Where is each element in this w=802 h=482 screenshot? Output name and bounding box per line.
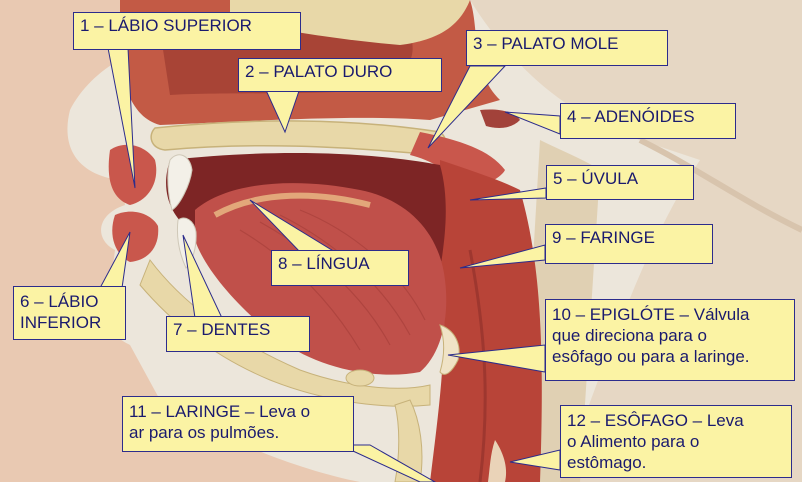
pointer-laringe: [340, 445, 435, 482]
pointer-labio-superior: [108, 48, 135, 188]
label-faringe: 9 – FARINGE: [545, 224, 713, 264]
pointer-uvula: [470, 188, 546, 200]
pointer-adenoides: [505, 112, 560, 134]
pointer-faringe: [460, 245, 545, 268]
label-laringe: 11 – LARINGE – Leva o ar para os pulmões…: [122, 396, 354, 452]
label-labio-inferior: 6 – LÁBIO INFERIOR: [13, 286, 126, 340]
label-epiglote: 10 – EPIGLÓTE – Válvula que direciona pa…: [545, 299, 795, 381]
pointer-esofago: [510, 450, 560, 470]
label-uvula: 5 – ÚVULA: [546, 165, 694, 200]
label-palato-duro: 2 – PALATO DURO: [238, 58, 442, 92]
label-dentes: 7 – DENTES: [166, 316, 310, 352]
pointer-epiglote: [448, 345, 545, 372]
pointer-labio-inferior: [100, 232, 130, 288]
label-labio-superior: 1 – LÁBIO SUPERIOR: [73, 12, 301, 50]
label-adenoides: 4 – ADENÓIDES: [560, 103, 736, 139]
pointer-palato-duro: [265, 88, 300, 132]
label-lingua: 8 – LÍNGUA: [271, 250, 409, 286]
pointer-lingua: [250, 200, 335, 252]
pointer-dentes: [183, 235, 222, 318]
label-esofago: 12 – ESÔFAGO – Leva o Alimento para o es…: [560, 405, 792, 478]
label-palato-mole: 3 – PALATO MOLE: [466, 30, 668, 66]
